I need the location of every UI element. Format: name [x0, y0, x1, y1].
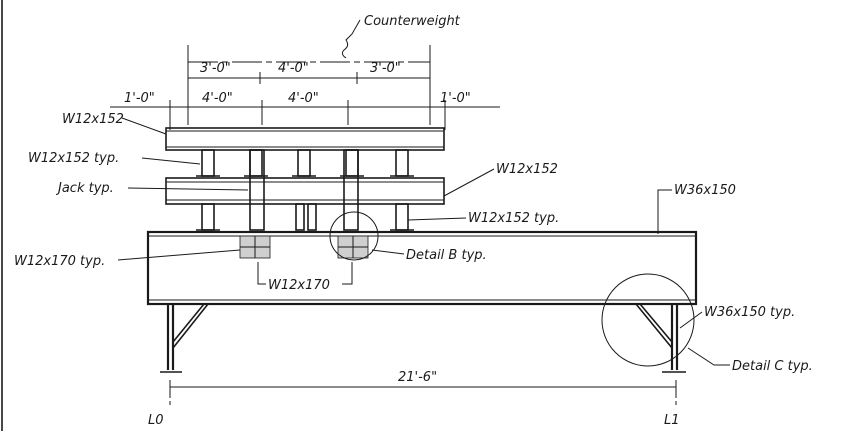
lower-post-label: W12x152 typ. — [468, 211, 559, 226]
w12x170-bottom-leader — [257, 262, 353, 285]
counterweight-callout: Counterweight — [341, 14, 461, 59]
grid-mark-l1: L1 — [664, 413, 680, 428]
counterweight-label: Counterweight — [364, 14, 461, 29]
w36-typ-leader — [679, 311, 703, 329]
w12x170-left-leader — [117, 249, 241, 261]
mid-beam-leader — [443, 168, 495, 197]
dim-second-1: 1'-0" — [124, 91, 155, 106]
detail-b-circle — [329, 211, 379, 261]
dimension-top-row: 3'-0" 4'-0" 3'-0" — [187, 45, 431, 100]
dim-second-2: 4'-0" — [202, 91, 233, 106]
top-beam — [165, 127, 445, 151]
upper-post-label: W12x152 typ. — [28, 151, 119, 166]
lower-posts — [196, 203, 414, 231]
left-leg — [160, 303, 209, 373]
top-beam-label: W12x152 — [62, 112, 124, 127]
span-dim-label: 21'-6" — [398, 370, 437, 385]
main-beam-label: W36x150 — [674, 183, 736, 198]
detail-c-label: Detail C typ. — [732, 359, 813, 374]
jack-leader — [127, 187, 249, 191]
w12x170-bottom-label: W12x170 — [268, 278, 330, 293]
dim-top-1: 3'-0" — [200, 61, 231, 76]
dim-top-3: 3'-0" — [370, 61, 401, 76]
dimension-second-row: 1'-0" 4'-0" 4'-0" 1'-0" — [110, 91, 500, 130]
grid-marks: L0 L1 — [148, 394, 680, 428]
upper-posts — [196, 149, 414, 177]
detail-c-circle — [601, 273, 695, 367]
middle-beam — [165, 177, 445, 205]
detail-b-leader — [371, 249, 405, 255]
w12x170-blocks — [239, 235, 369, 259]
dim-second-3: 4'-0" — [288, 91, 319, 106]
top-beam-leader — [121, 117, 167, 135]
dim-top-2: 4'-0" — [278, 61, 309, 76]
upper-post-leader — [141, 157, 201, 165]
grid-mark-l0: L0 — [148, 413, 164, 428]
dim-second-4: 1'-0" — [440, 91, 471, 106]
span-dimension: 21'-6" — [169, 370, 677, 394]
main-beam — [146, 230, 698, 306]
detail-b-label: Detail B typ. — [406, 248, 487, 263]
jack-label: Jack typ. — [55, 181, 114, 196]
detail-c-leader — [687, 347, 730, 366]
right-leg — [635, 303, 686, 373]
mid-beam-label: W12x152 — [496, 162, 558, 177]
w12x170-left-label: W12x170 typ. — [14, 254, 105, 269]
w36-typ-label: W36x150 typ. — [704, 305, 795, 320]
lower-post-leader — [407, 217, 467, 221]
main-beam-leader — [657, 189, 672, 234]
jack-column — [249, 149, 359, 231]
